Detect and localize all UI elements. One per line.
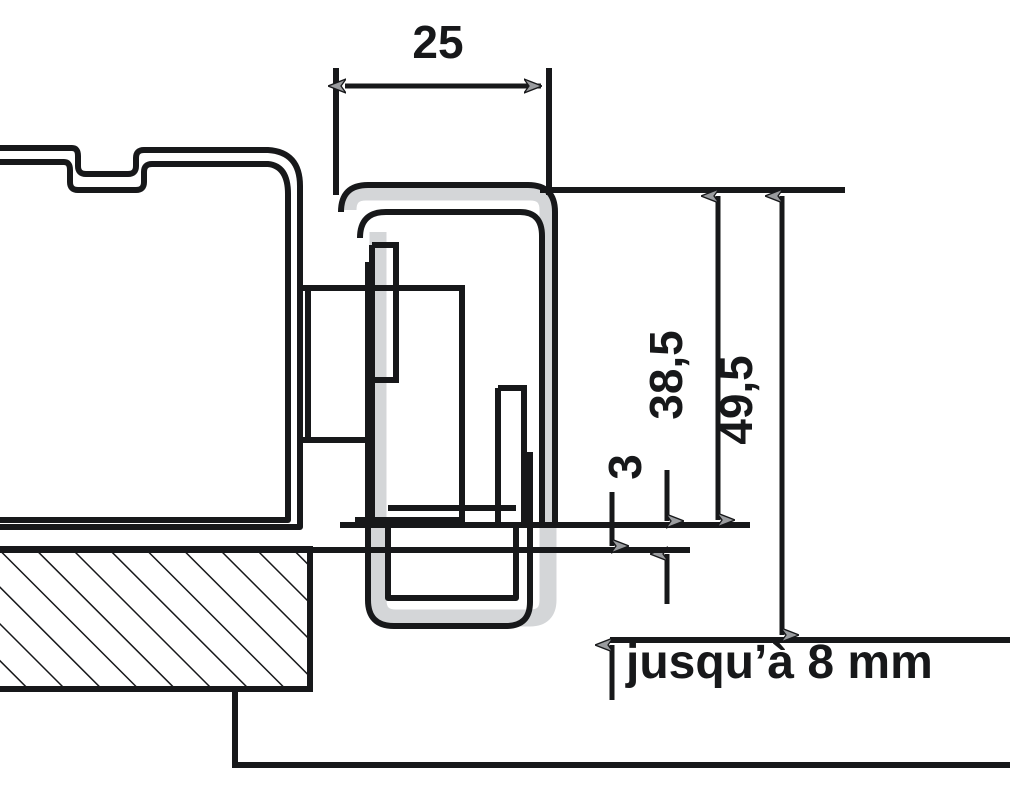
dimension-label-38-5: 38,5 bbox=[640, 330, 692, 420]
dimension-label-panel-thickness: jusqu’à 8 mm bbox=[625, 636, 933, 689]
hatched-board bbox=[0, 546, 313, 692]
dimension-label-3: 3 bbox=[599, 454, 651, 480]
rail-runner-section bbox=[300, 182, 558, 629]
dimension-38-5: 38,5 bbox=[640, 196, 718, 520]
dimension-label-49-5: 49,5 bbox=[710, 355, 762, 445]
rail-shell-fill bbox=[339, 183, 557, 627]
dimension-25: 25 bbox=[345, 16, 541, 86]
dimension-panel-thickness: jusqu’à 8 mm bbox=[612, 492, 933, 700]
dimension-label-25: 25 bbox=[412, 16, 463, 68]
dimension-3: 3 bbox=[599, 454, 690, 604]
dimension-49-5: 49,5 bbox=[710, 196, 782, 635]
leader-line bbox=[232, 689, 1010, 768]
drawer-side-profile bbox=[0, 145, 303, 530]
